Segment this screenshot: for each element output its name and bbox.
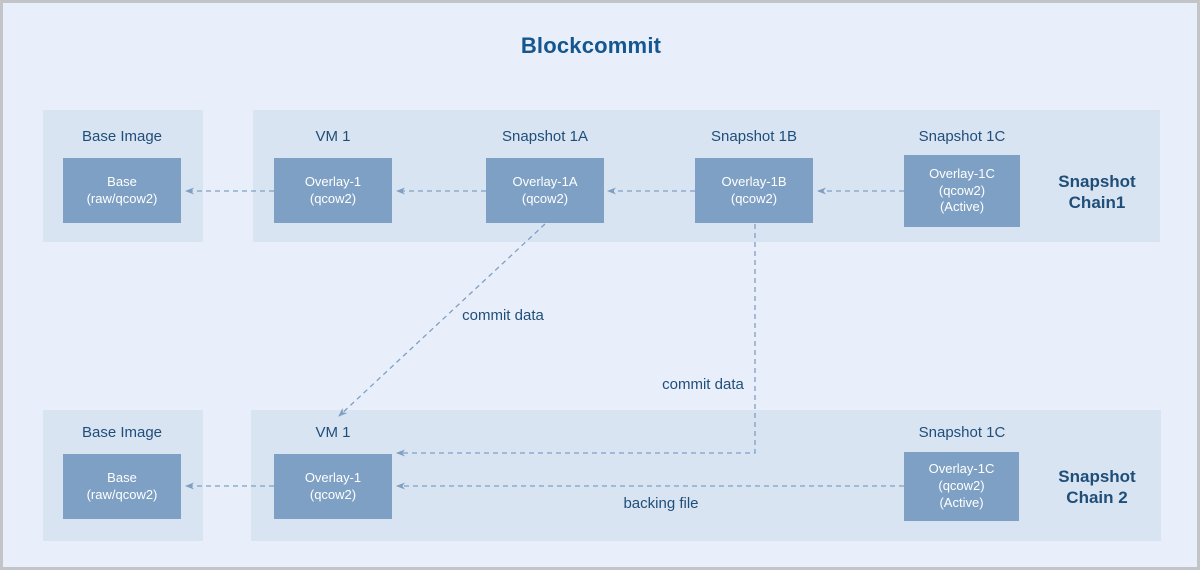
chain1-vm1-label: VM 1 bbox=[315, 128, 351, 145]
chain1-base-node: Base (raw/qcow2) bbox=[63, 158, 181, 223]
chain1-overlay1-node: Overlay-1 (qcow2) bbox=[274, 158, 392, 223]
chain1-title: Snapshot Chain1 bbox=[1058, 172, 1136, 213]
chain2-overlay1-node: Overlay-1 (qcow2) bbox=[274, 454, 392, 519]
chain2-overlay1c-node: Overlay-1C (qcow2) (Active) bbox=[904, 452, 1019, 521]
commit-data-label-mid: commit data bbox=[662, 376, 744, 393]
chain1-snapshot1c-label: Snapshot 1C bbox=[918, 128, 1006, 145]
chain1-snapshot1b-label: Snapshot 1B bbox=[711, 128, 797, 145]
chain1-overlay1a-node: Overlay-1A (qcow2) bbox=[486, 158, 604, 223]
diagram-title: Blockcommit bbox=[520, 33, 662, 58]
chain1-base-image-label: Base Image bbox=[81, 128, 163, 145]
chain1-snapshot1a-label: Snapshot 1A bbox=[502, 128, 588, 145]
commit-data-label-top: commit data bbox=[462, 307, 544, 324]
chain2-title: Snapshot Chain 2 bbox=[1058, 467, 1136, 508]
chain2-base-image-label: Base Image bbox=[81, 424, 163, 441]
chain2-vm1-label: VM 1 bbox=[315, 424, 351, 441]
chain1-overlay1c-node: Overlay-1C (qcow2) (Active) bbox=[904, 155, 1020, 227]
chain1-overlay1b-node: Overlay-1B (qcow2) bbox=[695, 158, 813, 223]
chain2-snapshot1c-label: Snapshot 1C bbox=[918, 424, 1006, 441]
backing-file-label: backing file bbox=[623, 495, 699, 512]
chain2-base-node: Base (raw/qcow2) bbox=[63, 454, 181, 519]
